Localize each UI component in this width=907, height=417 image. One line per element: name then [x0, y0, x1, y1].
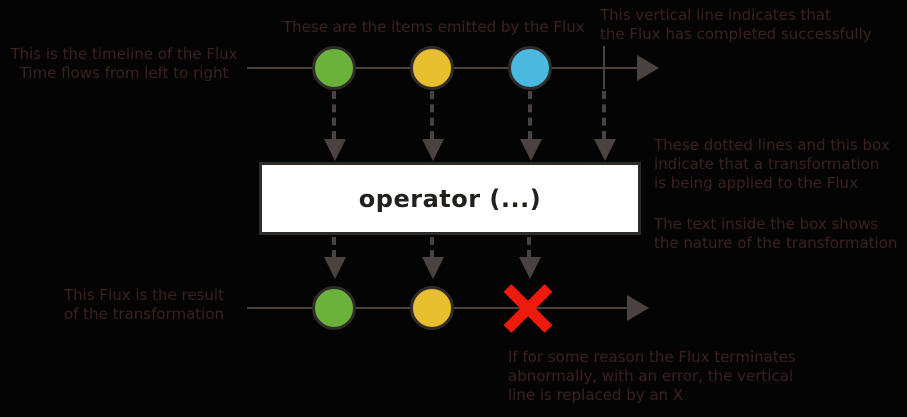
note-result: This Flux is the result of the transform…	[63, 286, 225, 323]
source-timeline-arrowhead	[637, 55, 659, 81]
note-timeline: This is the timeline of the Flux Time fl…	[10, 45, 238, 82]
result-connector-arrow-green	[324, 257, 346, 279]
result-connector-line-yellow	[430, 237, 438, 258]
source-item-blue	[508, 46, 552, 90]
note-error: If for some reason the Flux terminates a…	[508, 348, 796, 404]
connector-arrow-completion-down	[594, 139, 616, 161]
note-completion: This vertical line indicates that the Fl…	[600, 6, 872, 43]
connector-arrow-blue-down	[520, 139, 542, 161]
note-items: These are the items emitted by the Flux	[283, 18, 585, 36]
result-connector-line-green	[332, 237, 340, 258]
operator-box[interactable]: operator (...)	[259, 162, 641, 235]
connector-arrow-green-down	[324, 139, 346, 161]
result-item-green	[312, 286, 356, 330]
connector-line-yellow-down	[430, 91, 438, 139]
result-connector-arrow-error	[519, 257, 541, 279]
error-x-icon	[503, 283, 553, 333]
connector-arrow-yellow-down	[422, 139, 444, 161]
source-item-green	[312, 46, 356, 90]
connector-line-blue-down	[528, 91, 536, 139]
result-connector-arrow-yellow	[422, 257, 444, 279]
connector-line-green-down	[332, 91, 340, 139]
completion-line	[603, 46, 605, 89]
operator-label: operator (...)	[358, 184, 542, 213]
connector-line-completion-down	[602, 91, 610, 139]
result-item-yellow	[410, 286, 454, 330]
note-transformation: These dotted lines and this box indicate…	[654, 136, 890, 192]
note-box-text: The text inside the box shows the nature…	[654, 215, 898, 252]
source-item-yellow	[410, 46, 454, 90]
result-timeline-arrowhead	[627, 295, 649, 321]
result-connector-line-error	[527, 237, 535, 258]
